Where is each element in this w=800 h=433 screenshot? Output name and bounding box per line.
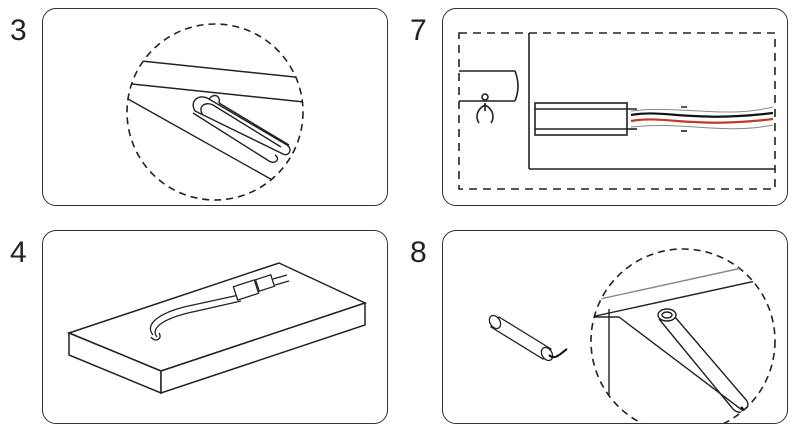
holder-pipe [459, 70, 519, 124]
clip-detail-illustration [126, 23, 304, 201]
light-cable [740, 406, 774, 423]
magnify-circle [590, 248, 776, 423]
dashed-frame [458, 32, 776, 190]
led-profile-install-illustration [458, 32, 776, 190]
step-number-8: 8 [410, 236, 427, 269]
wall-line-top [591, 258, 775, 302]
connector-plug [232, 279, 260, 301]
connector-socket [254, 274, 276, 292]
power-cable [630, 106, 774, 132]
cylinder-cable [548, 348, 568, 359]
step-4-panel [42, 230, 388, 424]
board-cable-illustration [66, 262, 368, 395]
step-number-4: 4 [10, 236, 27, 269]
light-cylinder [488, 314, 554, 362]
board-edge-top [127, 56, 303, 82]
led-profile [534, 102, 637, 136]
magnify-circle [126, 23, 304, 201]
step-number-7: 7 [410, 14, 427, 47]
board-side [160, 301, 366, 395]
inserted-light [657, 308, 749, 413]
connector-cable [149, 274, 290, 341]
puck-light-illustration [488, 248, 776, 423]
step-7-panel [442, 8, 788, 206]
cabinet-edge [591, 274, 775, 318]
step-number-3: 3 [10, 14, 27, 47]
board-edge-bottom [127, 80, 303, 106]
step-8-panel [442, 230, 788, 424]
mounting-clip [192, 94, 291, 164]
step-3-panel [42, 8, 388, 206]
board-underside-line [127, 84, 303, 200]
